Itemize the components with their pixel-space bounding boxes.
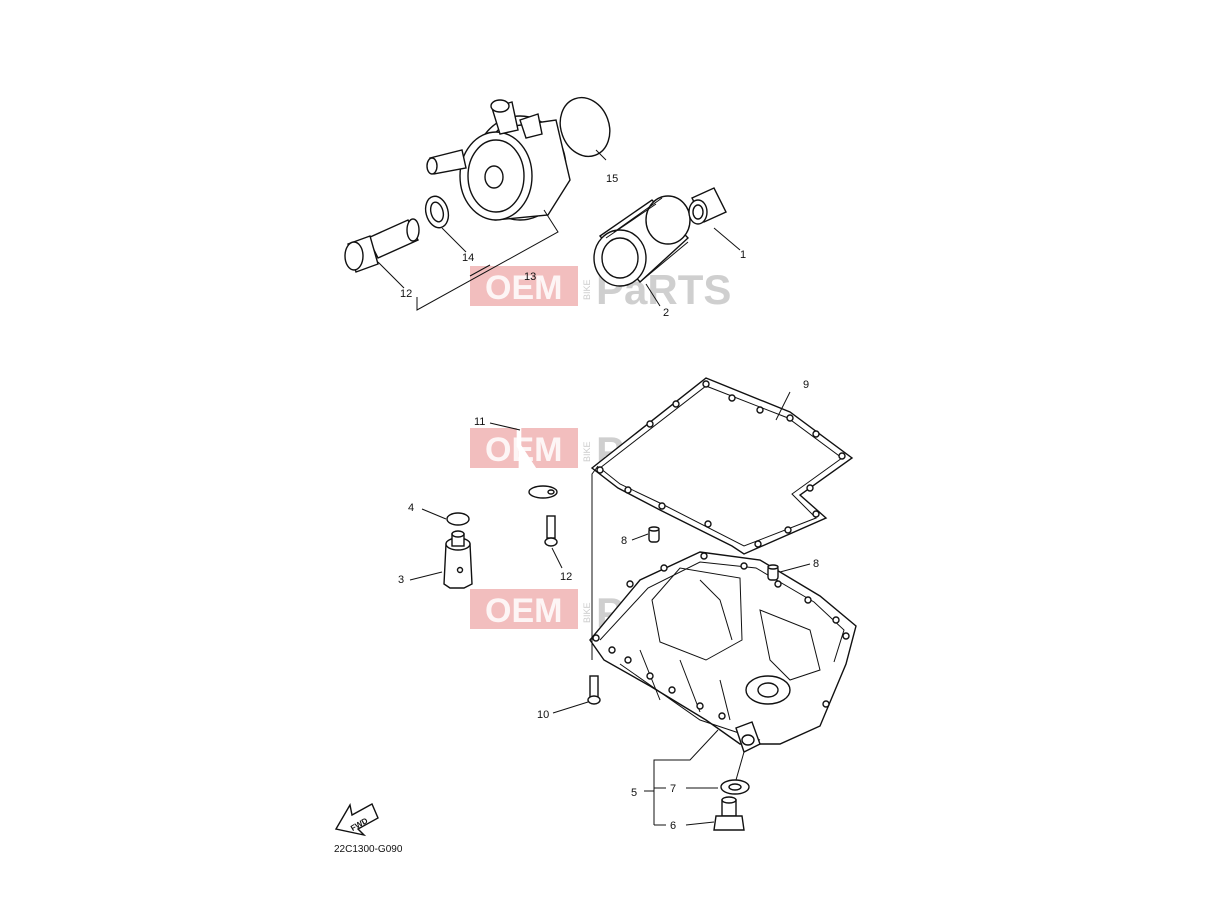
bolt-hole xyxy=(672,400,680,408)
bolt-hole xyxy=(728,394,736,402)
bolt-hole xyxy=(592,634,600,642)
callout-15: 14 xyxy=(462,252,474,264)
bracket-13 xyxy=(416,209,559,311)
callout-9: 9 xyxy=(803,379,809,391)
leader-2 xyxy=(645,283,661,307)
bolt-hole xyxy=(784,526,792,534)
bolt-hole xyxy=(624,486,632,494)
watermark-oem: OEM xyxy=(485,269,562,307)
bolt-hole xyxy=(624,656,632,664)
o-ring-16-part xyxy=(559,96,611,158)
bolt-hole xyxy=(718,712,726,720)
bolt-hole xyxy=(838,452,846,460)
dowel-pin-8a-part xyxy=(648,526,660,543)
leader-9-gasket xyxy=(591,465,599,660)
callout-16: 15 xyxy=(606,173,618,185)
bolt-hole xyxy=(626,580,634,588)
leader-12 xyxy=(551,547,563,569)
callout-7: 7 xyxy=(670,783,676,795)
bolt-hole xyxy=(646,420,654,428)
washer-15-part xyxy=(424,195,450,229)
bolt-hole xyxy=(740,562,748,570)
bolt-hole xyxy=(646,672,654,680)
leader-drain xyxy=(735,751,745,781)
callout-6: 6 xyxy=(670,820,676,832)
washer-7-part xyxy=(720,779,750,795)
bolt-hole xyxy=(774,580,782,588)
bolt-12-part xyxy=(544,515,558,547)
callout-3: 3 xyxy=(398,574,404,586)
callout-4: 4 xyxy=(408,502,414,514)
strainer-3-part xyxy=(443,530,473,589)
bolt-hole xyxy=(596,466,604,474)
callout-8a: 8 xyxy=(621,535,627,547)
bolt-1-part xyxy=(688,187,727,225)
callout-13: 13 xyxy=(524,271,536,283)
oil-cooler-part xyxy=(426,99,571,221)
bolt-hole xyxy=(832,616,840,624)
bolt-hole xyxy=(754,540,762,548)
bolt-hole xyxy=(756,406,764,414)
leader-9 xyxy=(775,391,791,421)
bolt-hole xyxy=(702,380,710,388)
bracket-5 xyxy=(653,729,719,825)
pan-holes xyxy=(592,552,850,720)
leader-13 xyxy=(469,264,491,277)
callout-2: 2 xyxy=(663,307,669,319)
callout-5: 5 xyxy=(631,787,637,799)
bolt-hole xyxy=(842,632,850,640)
callout-1: 1 xyxy=(740,249,746,261)
bolt-hole xyxy=(822,700,830,708)
dowel-pin-8b-part xyxy=(767,564,779,581)
oil-filter-2-part xyxy=(593,195,691,287)
bolt-hole xyxy=(806,484,814,492)
bolt-hole xyxy=(696,702,704,710)
leader-15 xyxy=(441,227,467,253)
callout-8b: 8 xyxy=(813,558,819,570)
bolt-hole xyxy=(704,520,712,528)
watermark-bike: BIKE xyxy=(582,602,592,623)
oil-pan-part xyxy=(589,551,857,753)
callout-12: 12 xyxy=(560,571,572,583)
watermark-bike: BIKE xyxy=(582,441,592,462)
watermark-oem: OEM xyxy=(485,592,562,630)
leader-1 xyxy=(713,227,741,251)
callout-14: 12 xyxy=(400,288,412,300)
leader-11 xyxy=(489,422,521,431)
bolt-hole xyxy=(660,564,668,572)
leader-10 xyxy=(552,701,589,714)
leader-4 xyxy=(421,508,447,520)
bolt-10-part xyxy=(587,675,601,705)
bolt-hole xyxy=(804,596,812,604)
union-bolt-14-part xyxy=(344,218,420,273)
gasket-9-part xyxy=(590,377,854,555)
callout-11: 11 xyxy=(474,416,485,428)
bolt-hole xyxy=(812,430,820,438)
drain-bolt-6-part xyxy=(713,796,745,831)
o-ring-4-part xyxy=(446,512,470,526)
watermark-bike: BIKE xyxy=(582,279,592,300)
bolt-hole xyxy=(700,552,708,560)
oil-pipe-11-part xyxy=(515,417,558,553)
callout-10: 10 xyxy=(537,709,549,721)
bolt-hole xyxy=(786,414,794,422)
bolt-hole xyxy=(668,686,676,694)
leader-14 xyxy=(377,261,405,289)
leader-6 xyxy=(685,821,715,826)
gasket-holes xyxy=(596,380,846,548)
leader-8a xyxy=(631,533,649,541)
bolt-hole xyxy=(658,502,666,510)
bolt-hole xyxy=(608,646,616,654)
leader-8b xyxy=(779,563,811,573)
bolt-hole xyxy=(812,510,820,518)
fwd-arrow-icon: FWD xyxy=(334,803,379,837)
leader-16 xyxy=(595,149,607,161)
diagram-code: 22C1300-G090 xyxy=(334,844,403,855)
leader-3 xyxy=(409,571,443,581)
